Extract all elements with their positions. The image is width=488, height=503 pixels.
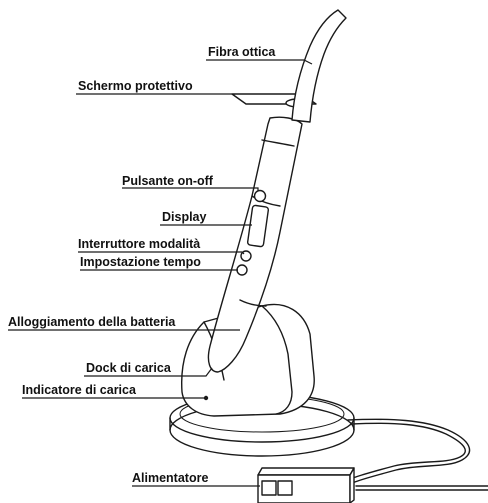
label-display: Display: [162, 210, 207, 224]
power-adapter: [258, 468, 488, 503]
power-cable: [346, 419, 470, 486]
label-indicatore-di-carica: Indicatore di carica: [22, 383, 137, 397]
optic-fiber: [292, 10, 346, 122]
time-setting-button: [237, 265, 247, 275]
label-dock-di-carica: Dock di carica: [86, 361, 172, 375]
label-impostazione-tempo: Impostazione tempo: [80, 255, 201, 269]
label-alimentatore: Alimentatore: [132, 471, 208, 485]
label-schermo-protettivo: Schermo protettivo: [78, 79, 193, 93]
label-fibra-ottica: Fibra ottica: [208, 45, 276, 59]
charge-indicator-led: [204, 396, 208, 400]
label-pulsante-on-off: Pulsante on-off: [122, 174, 214, 188]
on-off-button: [255, 191, 266, 202]
label-alloggiamento-batteria: Alloggiamento della batteria: [8, 315, 176, 329]
label-interruttore-modalita: Interruttore modalità: [78, 237, 200, 251]
